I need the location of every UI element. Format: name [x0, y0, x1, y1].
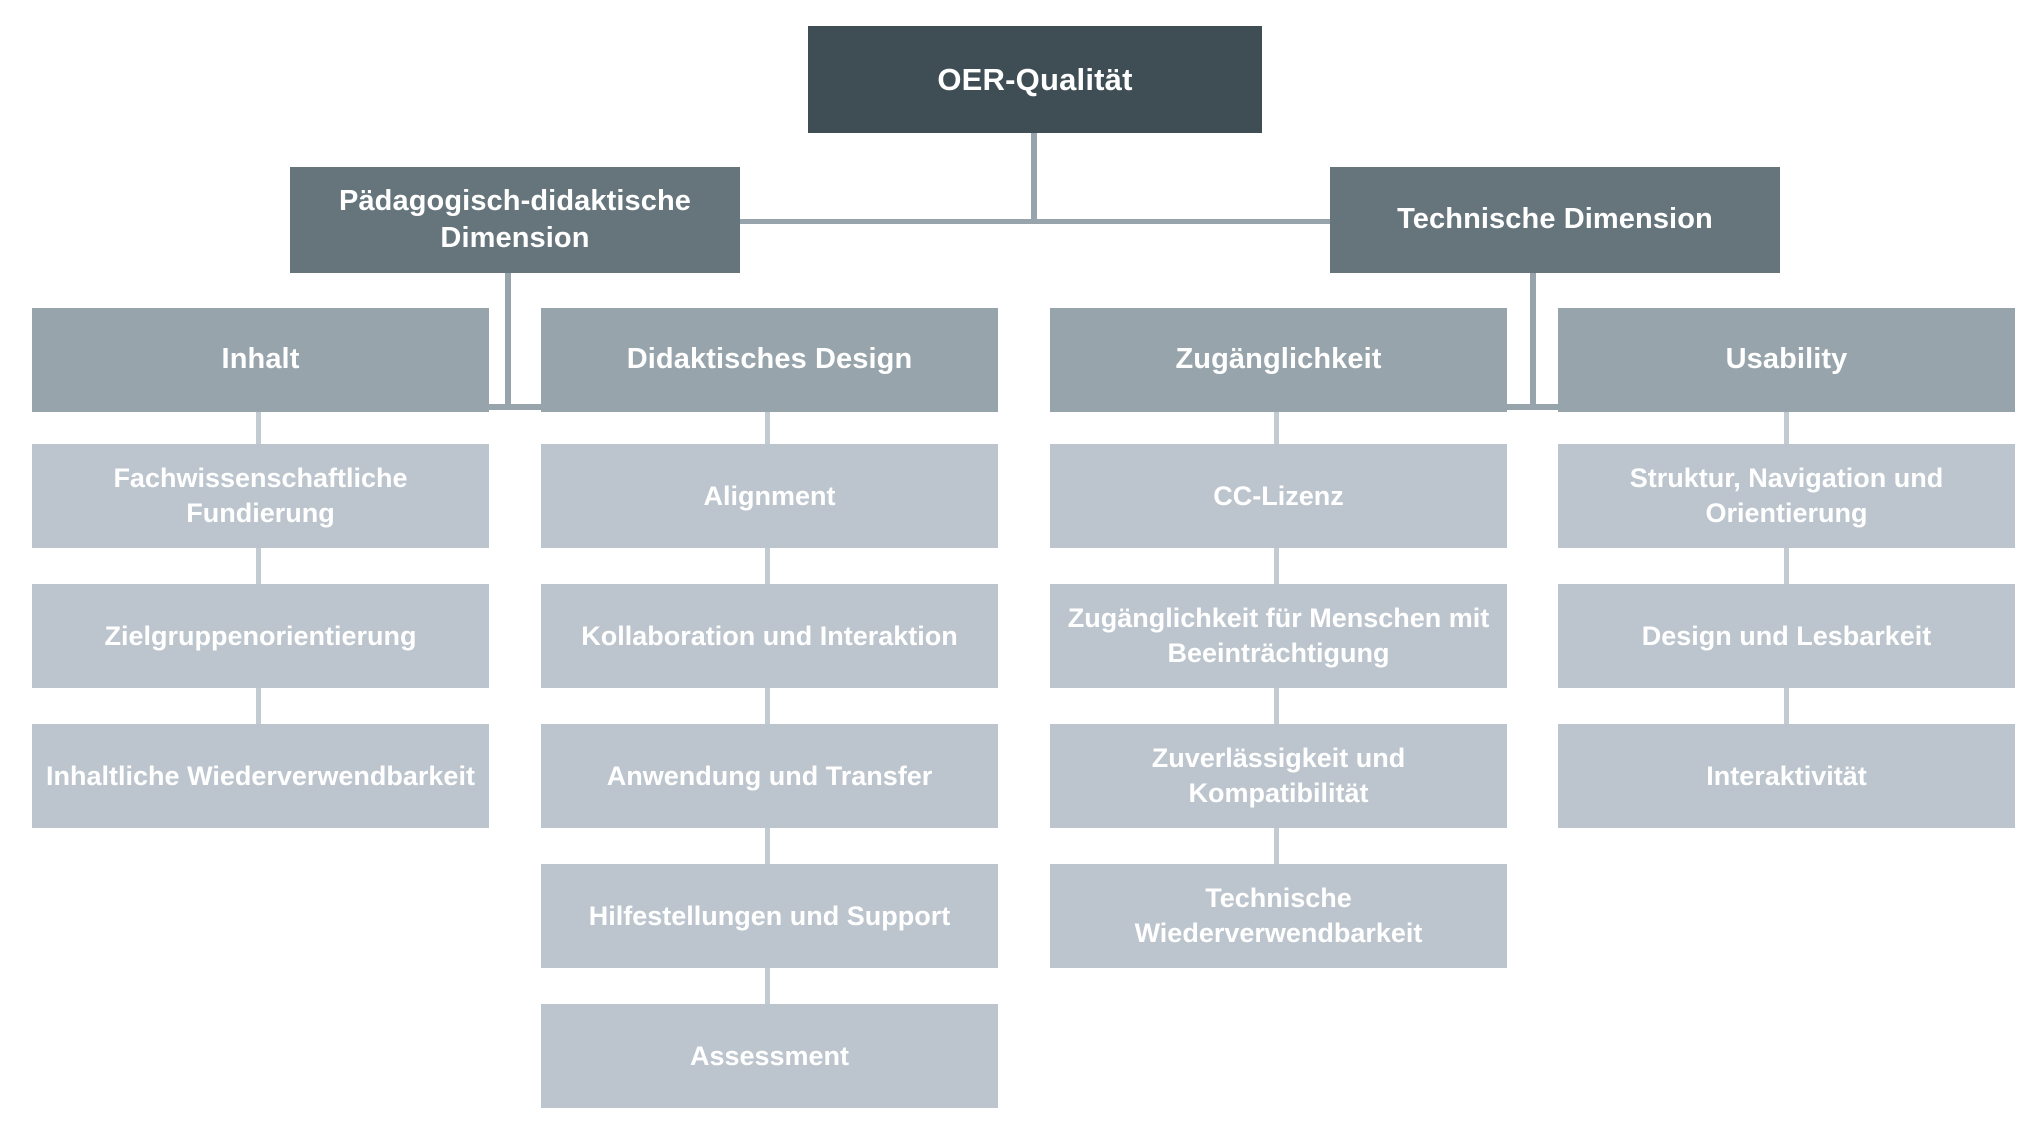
node-usability[interactable]: Usability — [1558, 308, 2015, 412]
node-paedagogisch-didaktische-dimension[interactable]: Pädagogisch-didaktische Dimension — [290, 167, 740, 273]
connector-dimensions-horizontal — [734, 219, 1336, 224]
leaf-fachwissenschaftliche-fundierung[interactable]: Fachwissenschaftliche Fundierung — [32, 444, 489, 548]
leaf-zuverlaessigkeit-und-kompatibilitaet[interactable]: Zuverlässigkeit und Kompatibilität — [1050, 724, 1507, 828]
leaf-design-und-lesbarkeit[interactable]: Design und Lesbarkeit — [1558, 584, 2015, 688]
connector-root-vertical — [1031, 133, 1037, 223]
leaf-inhaltliche-wiederverwendbarkeit[interactable]: Inhaltliche Wiederverwendbarkeit — [32, 724, 489, 828]
connector-left-dimension-vertical — [505, 273, 511, 406]
leaf-kollaboration-und-interaktion[interactable]: Kollaboration und Interaktion — [541, 584, 998, 688]
leaf-zielgruppenorientierung[interactable]: Zielgruppenorientierung — [32, 584, 489, 688]
leaf-technische-wiederverwendbarkeit[interactable]: Technische Wiederverwendbarkeit — [1050, 864, 1507, 968]
node-didaktisches-design[interactable]: Didaktisches Design — [541, 308, 998, 412]
node-zugaenglichkeit[interactable]: Zugänglichkeit — [1050, 308, 1507, 412]
leaf-zugaenglichkeit-fuer-menschen-mit-beeintraechtigung[interactable]: Zugänglichkeit für Menschen mit Beeinträ… — [1050, 584, 1507, 688]
node-inhalt[interactable]: Inhalt — [32, 308, 489, 412]
connector-left-categories-horizontal — [253, 404, 759, 410]
node-technische-dimension[interactable]: Technische Dimension — [1330, 167, 1780, 273]
leaf-interaktivitaet[interactable]: Interaktivität — [1558, 724, 2015, 828]
connector-right-categories-horizontal — [1278, 404, 1784, 410]
leaf-cc-lizenz[interactable]: CC-Lizenz — [1050, 444, 1507, 548]
leaf-alignment[interactable]: Alignment — [541, 444, 998, 548]
connector-column-usability — [1784, 412, 1789, 728]
leaf-assessment[interactable]: Assessment — [541, 1004, 998, 1108]
leaf-anwendung-und-transfer[interactable]: Anwendung und Transfer — [541, 724, 998, 828]
connector-right-dimension-vertical — [1530, 273, 1536, 406]
leaf-struktur-navigation-und-orientierung[interactable]: Struktur, Navigation und Orientierung — [1558, 444, 2015, 548]
connector-column-inhalt — [256, 412, 261, 728]
leaf-hilfestellungen-und-support[interactable]: Hilfestellungen und Support — [541, 864, 998, 968]
node-oer-qualitaet[interactable]: OER-Qualität — [808, 26, 1262, 133]
